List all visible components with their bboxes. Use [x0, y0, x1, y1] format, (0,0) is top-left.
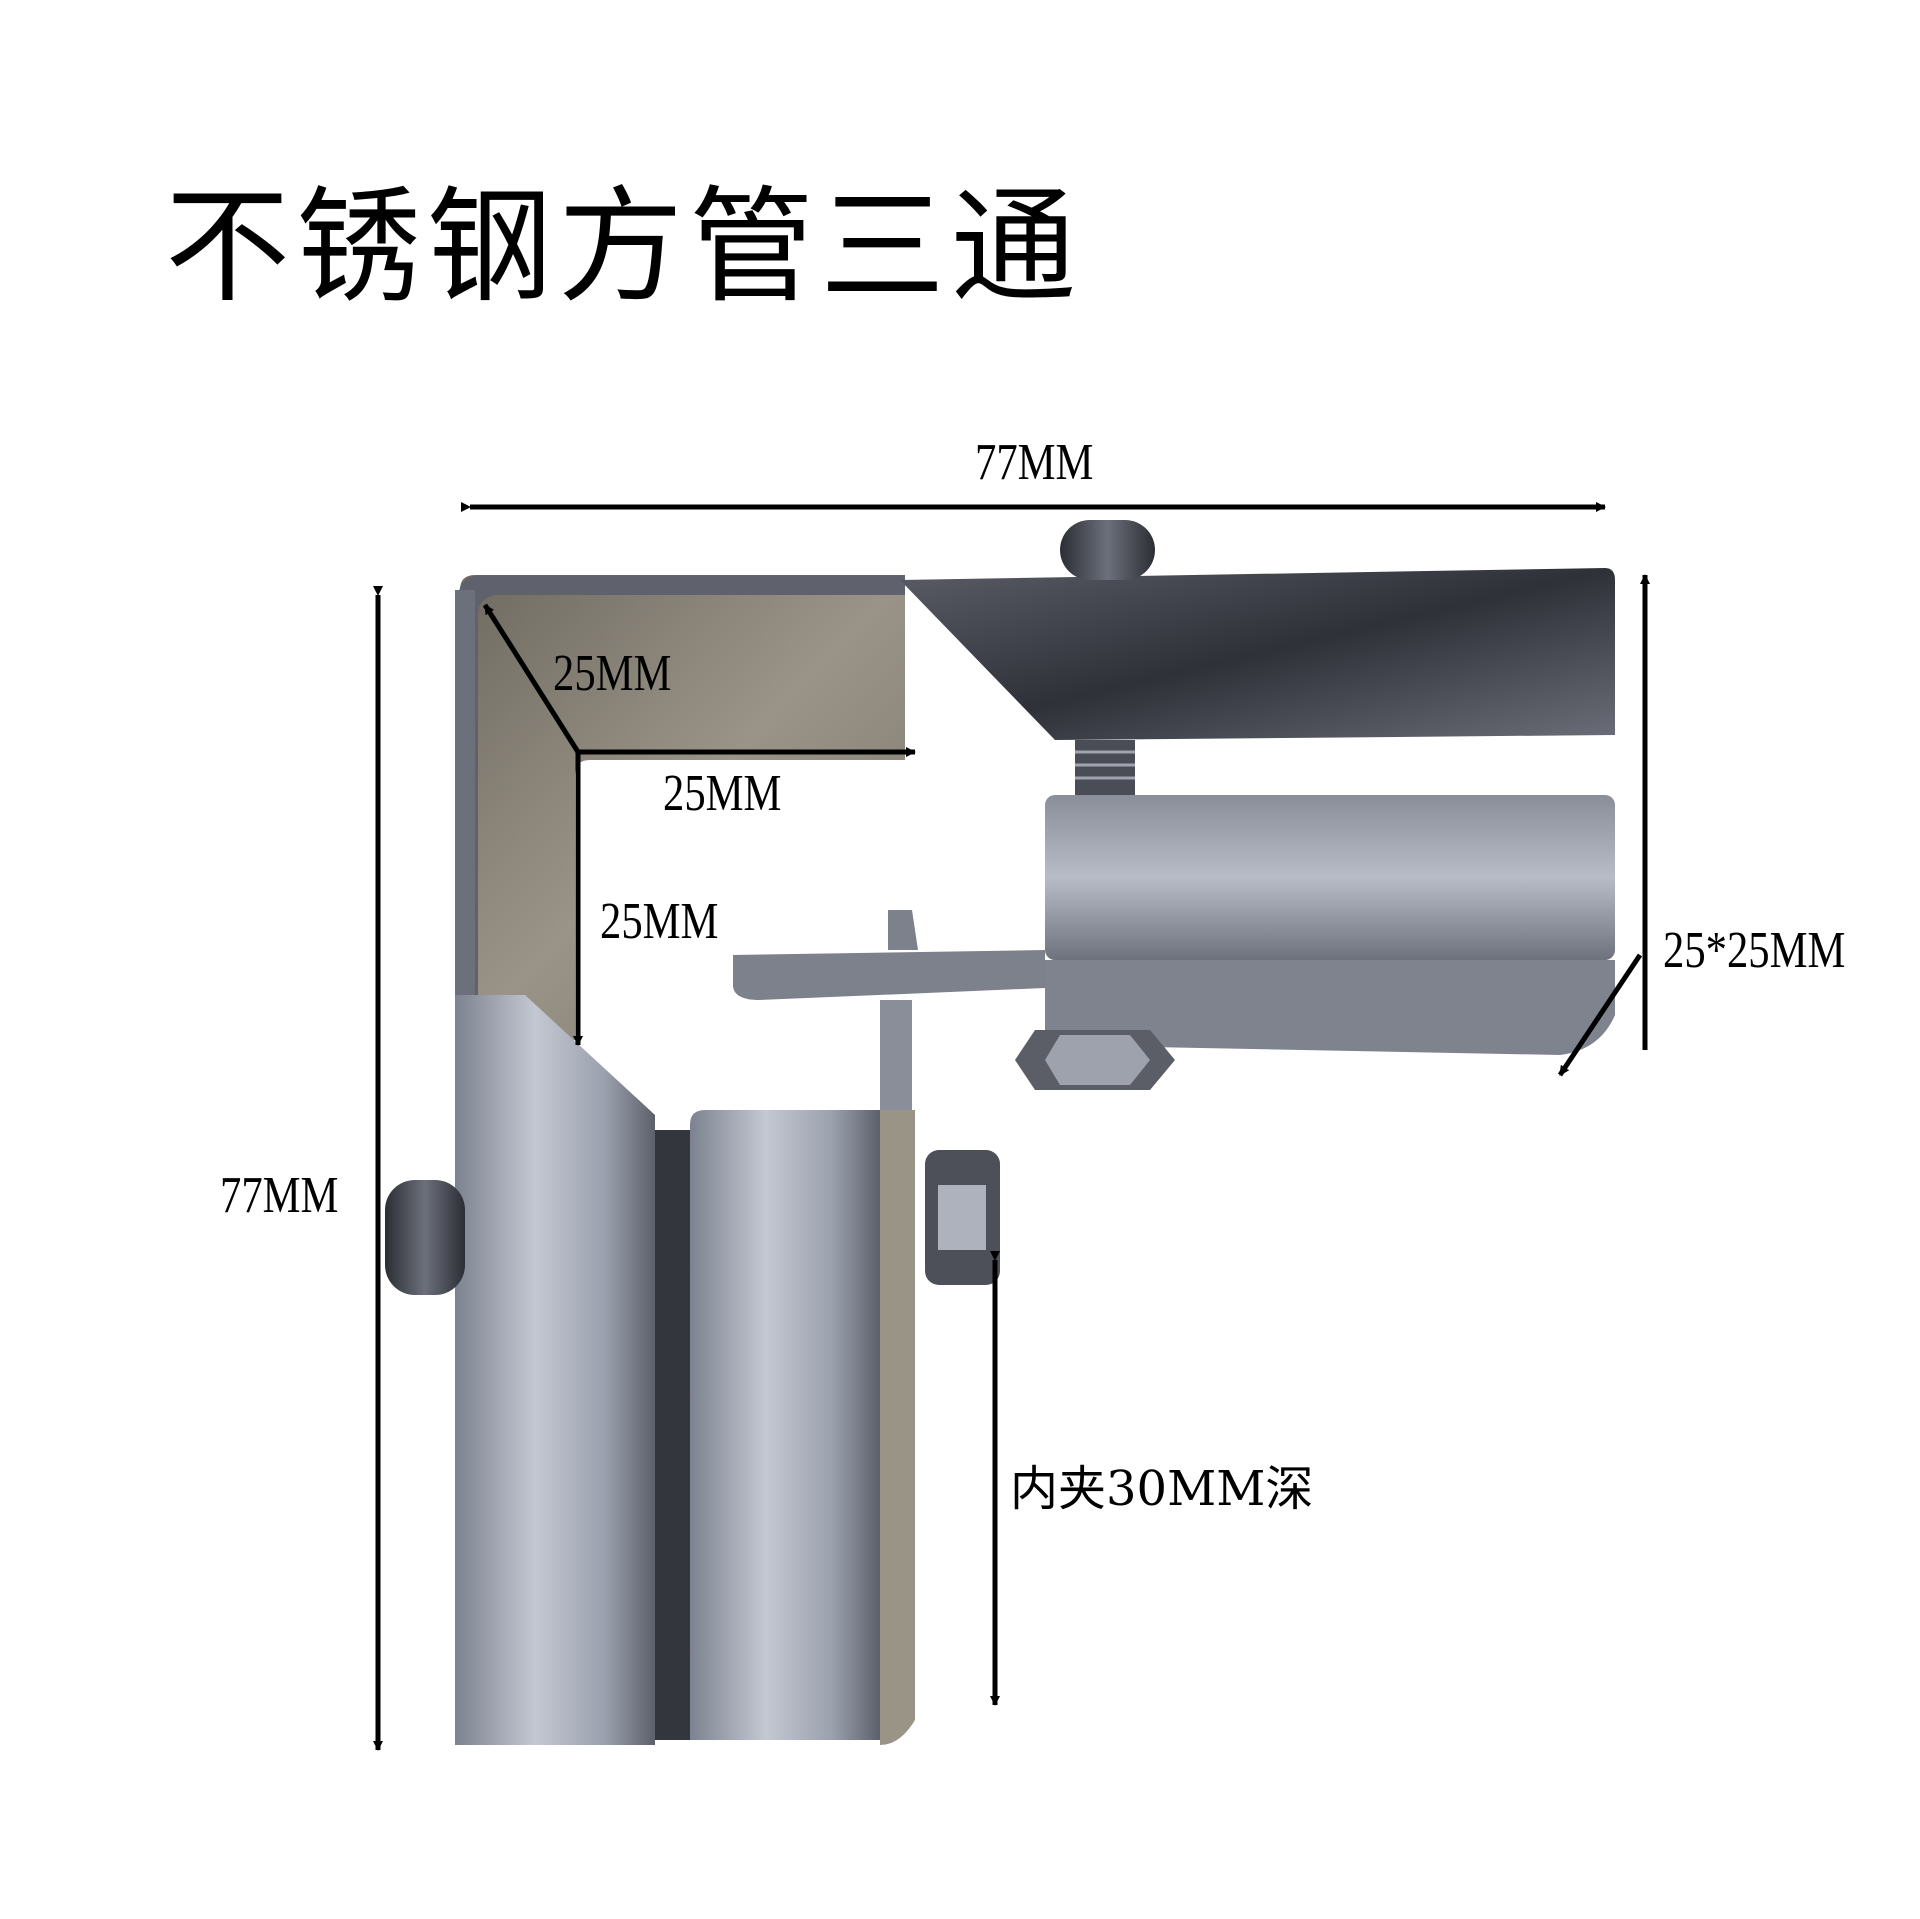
dimension-tube-section: 25*25MM: [1663, 922, 1846, 979]
left-knob: [385, 1180, 465, 1295]
dimension-inner-horizontal: 25MM: [663, 765, 782, 822]
hex-nut-lower: [925, 1150, 1000, 1285]
dimension-clamp-depth: 内夹30MM深: [1010, 1461, 1314, 1517]
dimension-overall-width: 77MM: [975, 434, 1094, 491]
lower-left-plate: [455, 995, 690, 1745]
dimension-overall-height: 77MM: [220, 1167, 339, 1224]
dimension-diagonal-corner: 25MM: [553, 645, 672, 702]
horizontal-screw: [1075, 740, 1135, 795]
top-knob: [1060, 520, 1155, 580]
upper-tube-clamp: [900, 568, 1615, 1055]
mounting-tab: [733, 910, 1045, 1110]
page-title: 不锈钢方管三通: [165, 175, 1082, 320]
dimension-inner-vertical: 25MM: [600, 893, 719, 950]
dimension-lines: [373, 502, 1650, 1751]
lower-tube-clamp: [690, 1110, 915, 1745]
hex-nut-right: [1015, 1030, 1175, 1090]
